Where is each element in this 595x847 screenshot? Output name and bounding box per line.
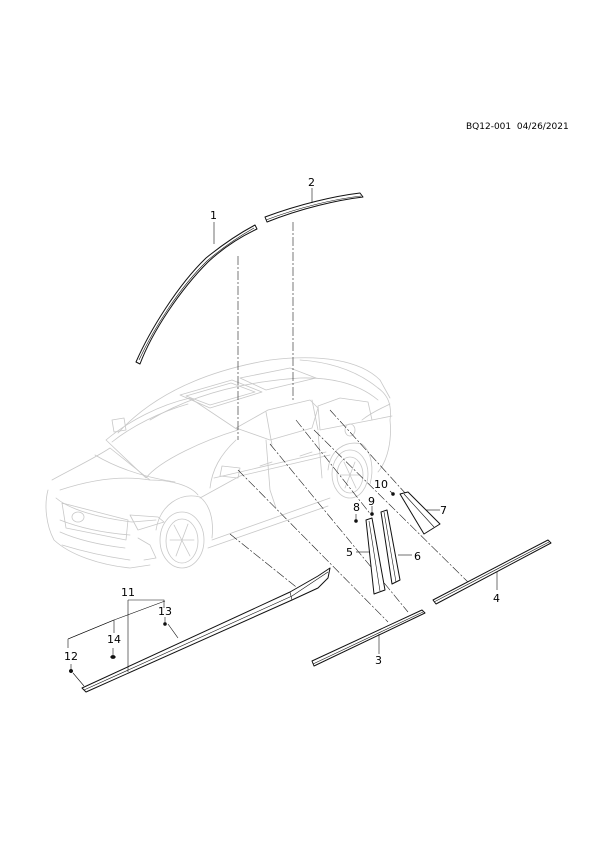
part-6-c-pillar-applique bbox=[380, 509, 401, 585]
callout-2: 2 bbox=[308, 176, 315, 189]
part-2-rear-roof-molding bbox=[264, 192, 364, 223]
guide-line-3a bbox=[237, 469, 389, 623]
callouts: 1 2 3 4 5 6 7 8 9 10 11 12 13 14 bbox=[64, 176, 500, 667]
part-3-door-molding bbox=[311, 609, 426, 667]
diagram-code-date: BQ12-001 04/26/2021 bbox=[466, 122, 569, 132]
guide-line-11 bbox=[229, 533, 301, 591]
callout-13: 13 bbox=[158, 605, 172, 618]
guide-line-56 bbox=[295, 419, 373, 517]
leader-lines bbox=[67, 188, 498, 687]
car-outline bbox=[45, 357, 393, 569]
part-7-quarter-applique bbox=[399, 491, 441, 535]
callout-7: 7 bbox=[440, 504, 447, 517]
callout-1: 1 bbox=[210, 209, 217, 222]
callout-5: 5 bbox=[346, 546, 353, 559]
guide-line-4 bbox=[313, 429, 471, 585]
part-11-rocker-molding bbox=[81, 567, 331, 693]
part-5-b-pillar-applique bbox=[365, 517, 386, 595]
callout-8: 8 bbox=[353, 501, 360, 514]
callout-12: 12 bbox=[64, 650, 78, 663]
callout-10: 10 bbox=[374, 478, 388, 491]
explosion-lines bbox=[229, 222, 471, 623]
part-1-front-roof-molding bbox=[135, 224, 258, 365]
guide-line-7 bbox=[329, 409, 407, 495]
callout-14: 14 bbox=[107, 633, 121, 646]
callout-6: 6 bbox=[414, 550, 421, 563]
guide-line-3b bbox=[269, 443, 409, 613]
part-4-rear-door-molding bbox=[432, 539, 552, 605]
callout-4: 4 bbox=[493, 592, 500, 605]
callout-3: 3 bbox=[375, 654, 382, 667]
callout-11: 11 bbox=[121, 586, 135, 599]
callout-9: 9 bbox=[368, 495, 375, 508]
